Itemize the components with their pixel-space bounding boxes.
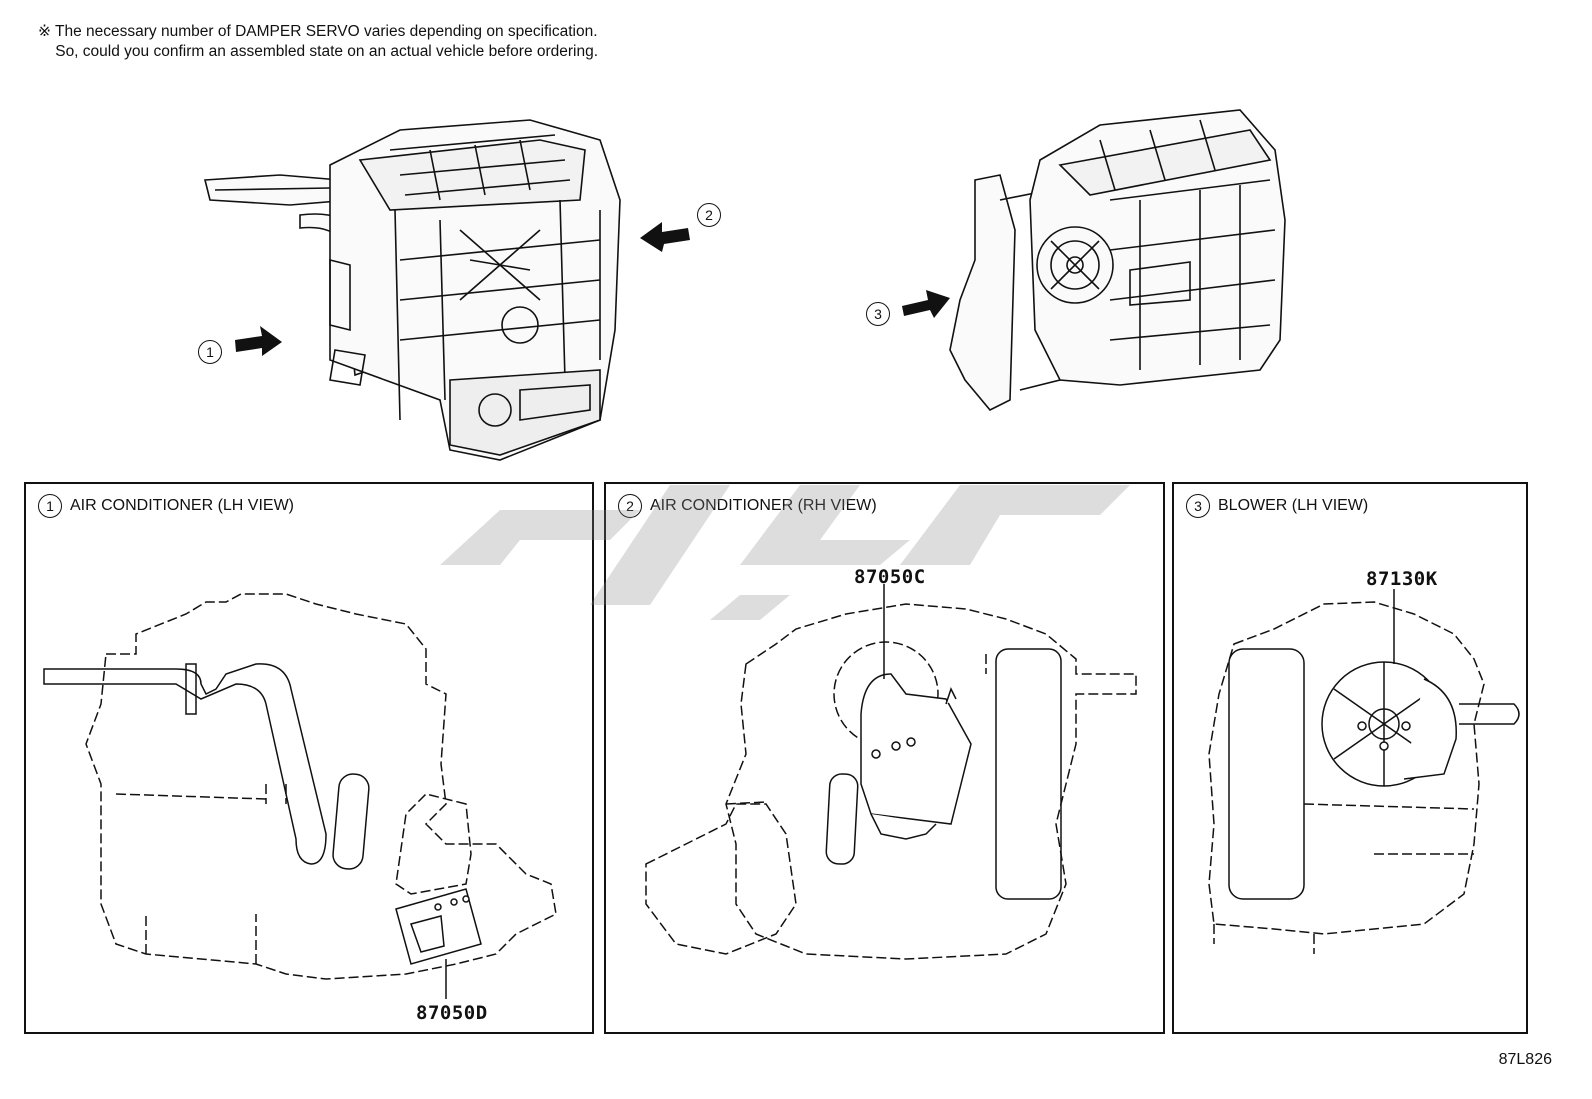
air-conditioner-lh-drawing bbox=[43, 593, 557, 999]
hvac-assembly-rear bbox=[949, 109, 1286, 411]
callout-3: 3 bbox=[866, 302, 890, 326]
callout-2: 2 bbox=[697, 203, 721, 227]
blower-lh-drawing bbox=[1208, 589, 1520, 954]
panel-3-number: 3 bbox=[1186, 494, 1210, 518]
part-number-87050c[interactable]: 87050C bbox=[854, 566, 926, 588]
panel-blower-lh-view: 3 BLOWER (LH VIEW) 87130K bbox=[1172, 482, 1528, 1034]
air-conditioner-rh-drawing bbox=[645, 584, 1137, 960]
damper-servo-87050d bbox=[395, 888, 482, 965]
part-number-87050d[interactable]: 87050D bbox=[416, 1002, 488, 1024]
arrow-3-icon bbox=[902, 290, 950, 318]
note-line-1: ※ The necessary number of DAMPER SERVO v… bbox=[38, 23, 598, 40]
damper-servo-87050c bbox=[860, 673, 972, 840]
panel-2-number: 2 bbox=[618, 494, 642, 518]
callout-1: 1 bbox=[198, 340, 222, 364]
hvac-assembly-front bbox=[203, 119, 621, 461]
panel-2-title: AIR CONDITIONER (RH VIEW) bbox=[650, 497, 877, 514]
specification-note: ※ The necessary number of DAMPER SERVO v… bbox=[38, 22, 598, 62]
panel-3-title: BLOWER (LH VIEW) bbox=[1218, 497, 1369, 514]
panel-3-header: 3 BLOWER (LH VIEW) bbox=[1186, 494, 1368, 518]
part-number-87130k[interactable]: 87130K bbox=[1366, 568, 1438, 590]
blower-motor-87130k bbox=[1321, 661, 1457, 787]
diagram-code: 87L826 bbox=[1498, 1051, 1552, 1068]
panel-1-number: 1 bbox=[38, 494, 62, 518]
panel-air-conditioner-lh-view: 1 AIR CONDITIONER (LH VIEW) 87050D bbox=[24, 482, 594, 1034]
assembly-overview bbox=[203, 109, 1286, 461]
arrow-1-icon bbox=[235, 326, 282, 356]
arrow-2-icon bbox=[640, 222, 690, 252]
panel-1-title: AIR CONDITIONER (LH VIEW) bbox=[70, 497, 295, 514]
panel-1-header: 1 AIR CONDITIONER (LH VIEW) bbox=[38, 494, 294, 518]
note-line-2: So, could you confirm an assembled state… bbox=[38, 43, 599, 60]
panel-2-header: 2 AIR CONDITIONER (RH VIEW) bbox=[618, 494, 877, 518]
panel-air-conditioner-rh-view: 2 AIR CONDITIONER (RH VIEW) 87050C bbox=[604, 482, 1165, 1034]
